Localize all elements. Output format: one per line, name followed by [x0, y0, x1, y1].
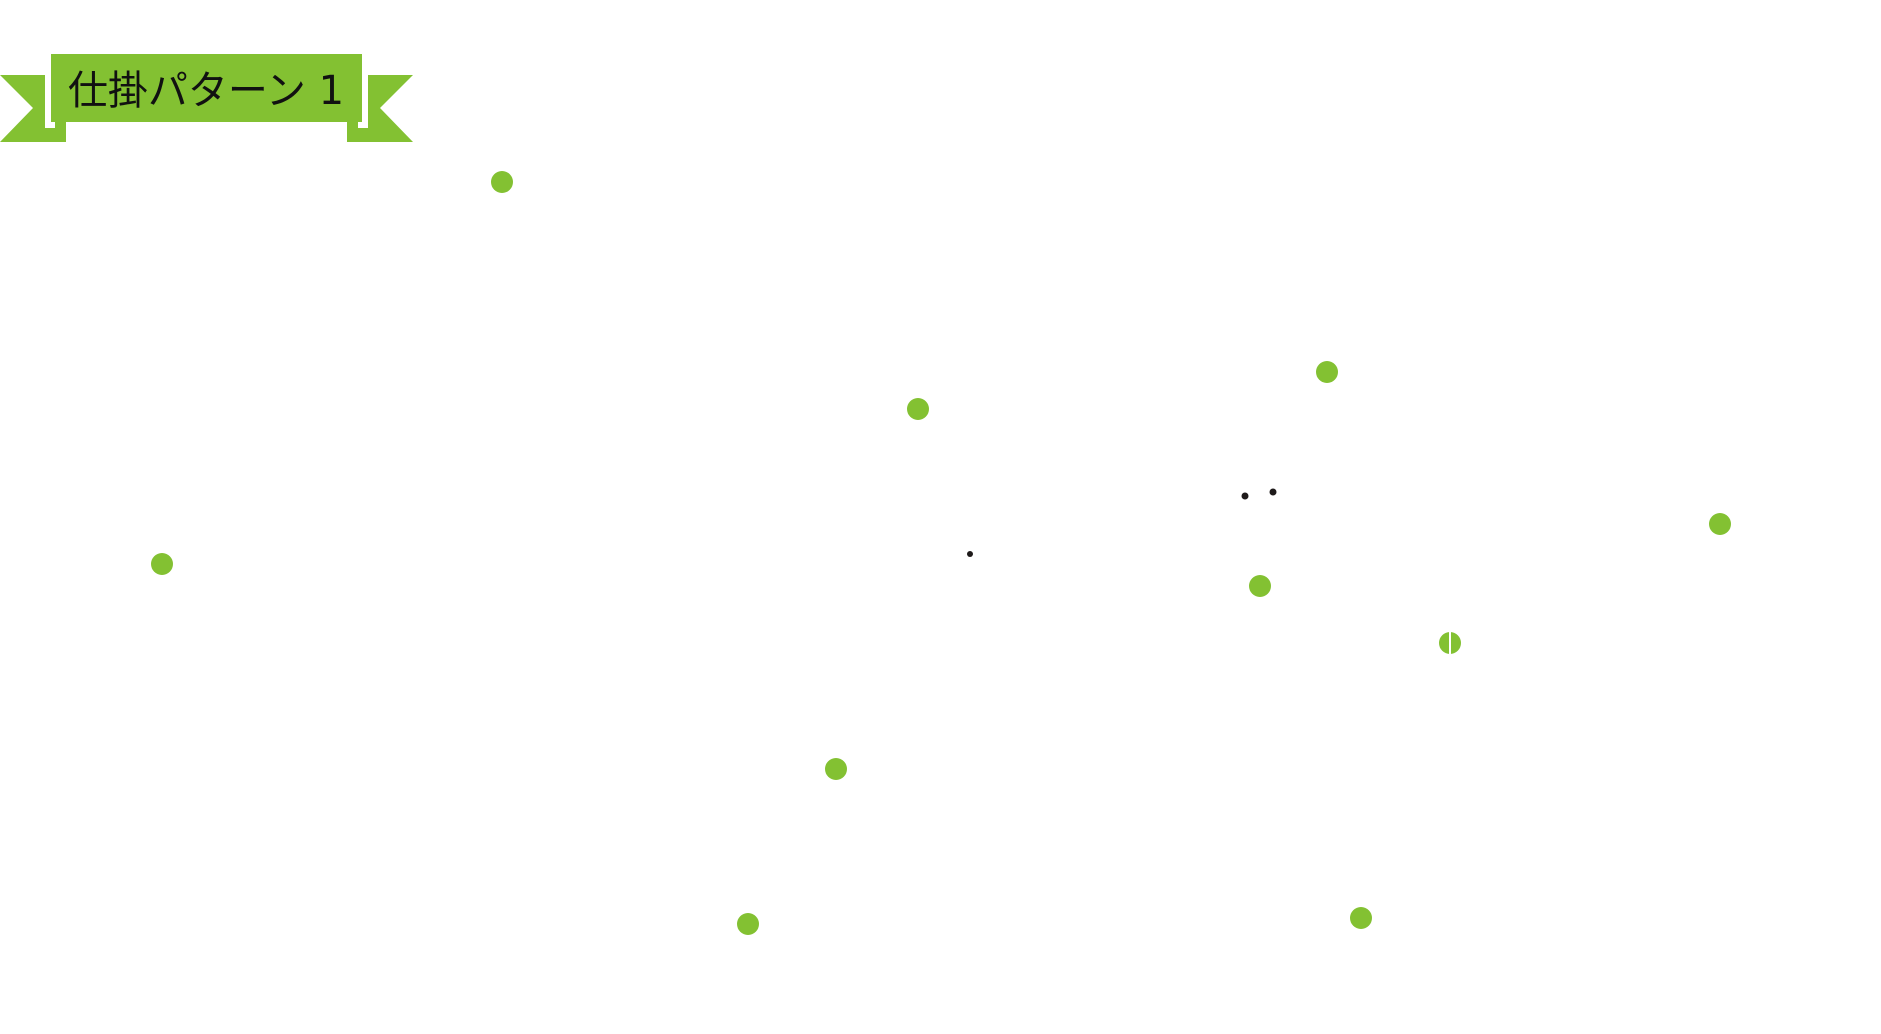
black-dot-3: [967, 551, 973, 557]
green-dot-5: [151, 553, 173, 575]
banner-title: 仕掛パターン 1: [68, 68, 344, 114]
black-dot-2: [1269, 488, 1277, 496]
green-dot-9: [737, 913, 759, 935]
green-dot-3: [1316, 361, 1338, 383]
green-markers: [151, 171, 1731, 935]
green-dot-2: [907, 398, 929, 420]
banner-left-fold: [45, 53, 55, 128]
green-dot-8: [825, 758, 847, 780]
green-dot-10: [1350, 907, 1372, 929]
green-dot-4: [1709, 513, 1731, 535]
green-dot-6: [1249, 575, 1271, 597]
green-dot-1: [491, 171, 513, 193]
black-dot-1: [1241, 492, 1249, 500]
banner-right-fold: [358, 53, 368, 128]
banner-plate: [51, 54, 362, 122]
title-banner: 仕掛パターン 1: [0, 53, 413, 142]
black-markers: [967, 488, 1277, 557]
